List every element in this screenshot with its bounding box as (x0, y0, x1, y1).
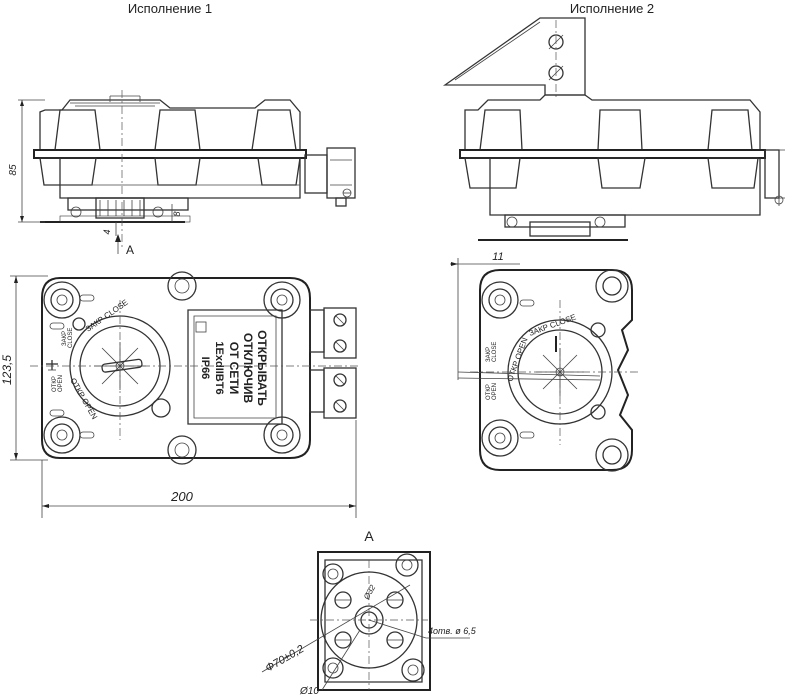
variant2-top-view: ЗАКР CLOSE ОТКР OPEN ЗАКР CLOSE ОТКР OPE… (450, 251, 640, 472)
dim-4: 4 (102, 229, 112, 234)
variant2-side-view (442, 17, 785, 241)
v2-ring-close: ЗАКР CLOSE (528, 312, 578, 337)
label-otkr: ОТКР (52, 376, 58, 392)
v2-label-close: CLOSE (492, 342, 498, 362)
dim-dia-70: Ф70±0,2 (264, 643, 307, 675)
plate-line5: IP66 (199, 357, 211, 380)
title-variant-1: Исполнение 1 (128, 1, 212, 16)
variant1-top-view: ЗАКР CLOSE ОТКР OPEN ЗАКР CLOSE ОТКР OPE… (0, 271, 360, 518)
title-variant-2: Исполнение 2 (570, 1, 654, 16)
plate-line1: ОТКРЫВАТЬ (255, 330, 269, 406)
dim-dia-32: Ø32 (361, 583, 377, 602)
section-a-view: Ф70±0,2 4отв. ø 6,5 Ø10 Ø32 (261, 551, 477, 697)
dim-85: 85 (8, 164, 19, 176)
label-close: CLOSE (68, 328, 74, 348)
plate-line2: ОТКЛЮЧИВ (241, 333, 255, 404)
dim-4-holes: 4отв. ø 6,5 (428, 626, 477, 636)
label-open: OPEN (58, 375, 64, 392)
plate-line3: ОТ СЕТИ (227, 342, 241, 395)
plate-line4: 1ExdIIBT6 (213, 341, 225, 394)
label-zakr: ЗАКР (62, 331, 68, 346)
dim-8: 8 (172, 211, 182, 216)
dim-dia-10: Ø10 (299, 686, 319, 697)
dim-123-5: 123,5 (0, 355, 14, 385)
dim-11: 11 (492, 251, 503, 263)
dim-200: 200 (170, 489, 193, 504)
v2-label-zakr: ЗАКР (486, 347, 492, 362)
title-section-a: А (364, 528, 374, 544)
variant1-side-view: 85 8 4 А (8, 90, 356, 257)
v2-label-otkr: ОТКР (486, 384, 492, 400)
v2-label-open: OPEN (492, 383, 498, 400)
view-arrow-label: А (126, 243, 134, 257)
